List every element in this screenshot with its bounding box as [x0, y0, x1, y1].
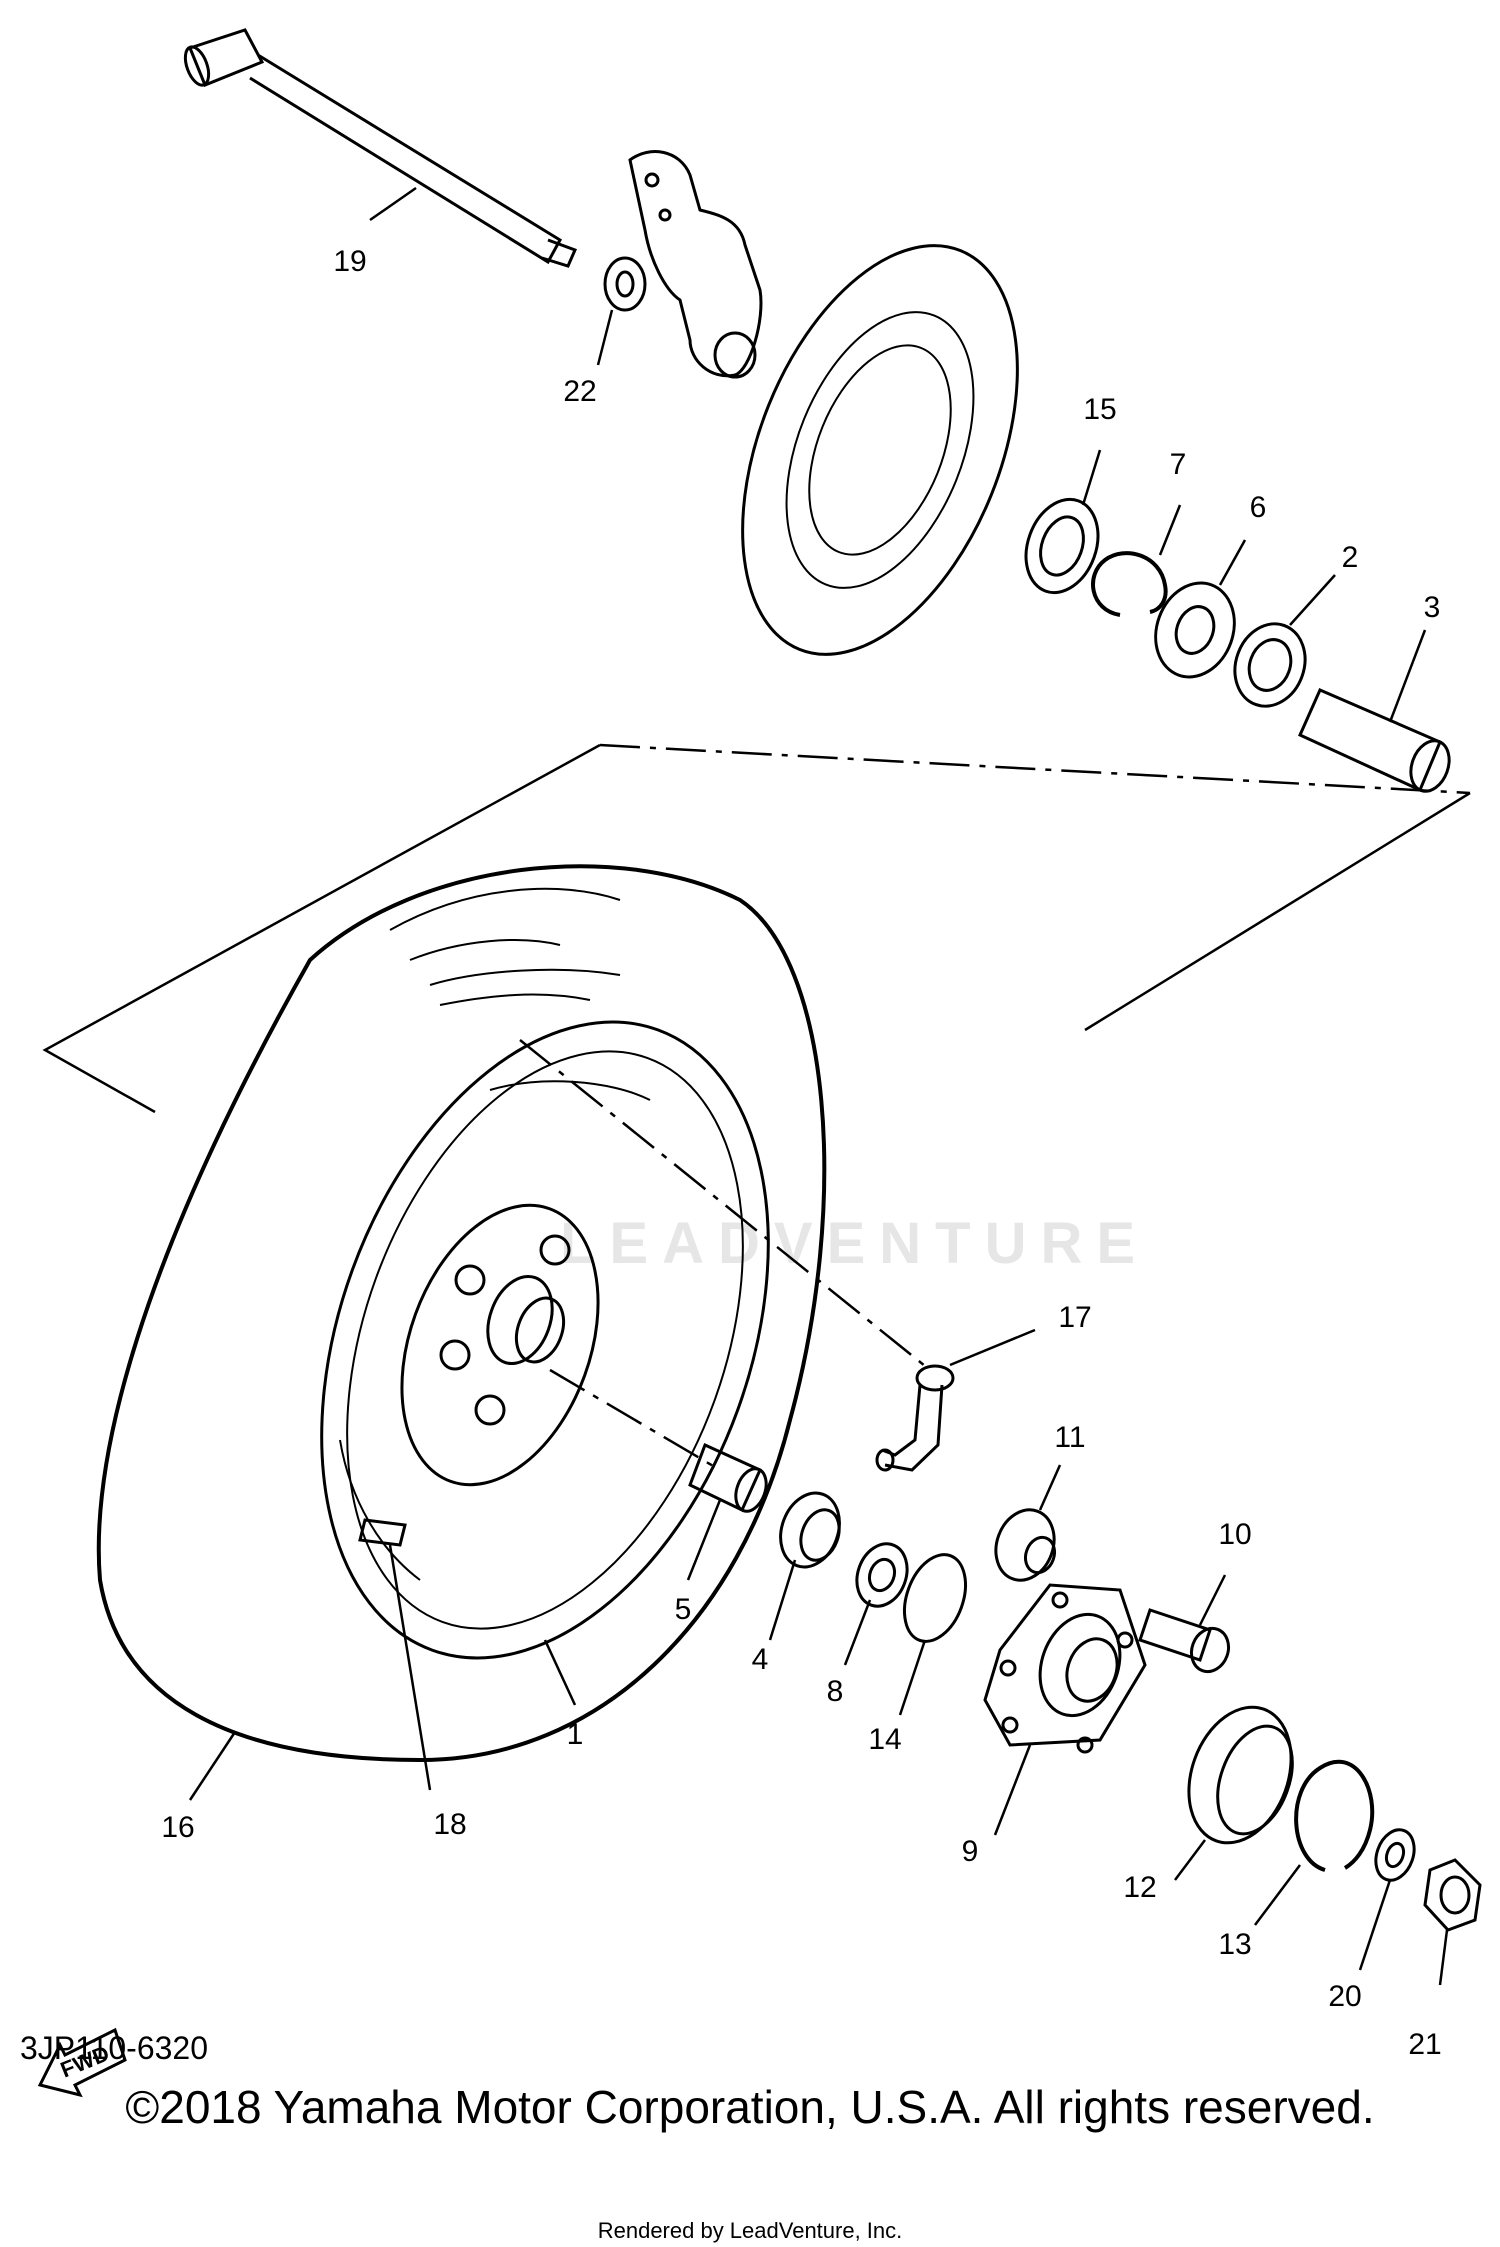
part-label-1: 1 [566, 1718, 584, 1751]
diagram-code: 3JP110-6320 [20, 2030, 208, 2066]
part-15-oil-seal[interactable] [1014, 449, 1111, 603]
part-19-axle[interactable] [181, 28, 578, 268]
caliper-bracket [628, 150, 763, 379]
part-14-o-ring[interactable] [893, 1546, 976, 1716]
part-17-valve[interactable] [875, 1328, 1036, 1472]
part-21-nut[interactable] [1423, 1858, 1482, 1986]
part-3-spacer[interactable] [1298, 629, 1456, 797]
part-12-ring[interactable] [1171, 1693, 1309, 1881]
part-label-18: 18 [433, 1808, 467, 1841]
part-label-2: 2 [1341, 541, 1359, 574]
part-1-wheel[interactable] [239, 960, 850, 1720]
assembly-axis-lines [42, 743, 1471, 1472]
part-4-spacer[interactable] [768, 1485, 849, 1641]
part-label-7: 7 [1169, 448, 1187, 481]
part-11-collar[interactable] [986, 1464, 1063, 1588]
part-6-bearing[interactable] [1143, 539, 1247, 688]
part-18-balancer-weight[interactable] [358, 1518, 432, 1791]
part-label-21: 21 [1408, 2028, 1442, 2061]
part-label-11: 11 [1054, 1421, 1086, 1454]
part-9-hub[interactable] [983, 1583, 1147, 1836]
rendered-by-credit: Rendered by LeadVenture, Inc. [597, 2218, 903, 2243]
part-label-8: 8 [826, 1675, 844, 1708]
part-label-6: 6 [1249, 491, 1267, 524]
part-5-collar[interactable] [686, 1442, 772, 1581]
part-label-12: 12 [1123, 1871, 1157, 1904]
part-label-17: 17 [1058, 1301, 1092, 1334]
copyright-notice: ©2018 Yamaha Motor Corporation, U.S.A. A… [125, 2081, 1375, 2133]
part-10-bolt[interactable] [1138, 1574, 1234, 1677]
part-label-22: 22 [563, 375, 597, 408]
part-8-bearing[interactable] [843, 1537, 915, 1666]
fwd-arrow-icon [37, 2027, 127, 2098]
part-16-tire[interactable] [96, 864, 827, 1801]
part-label-9: 9 [961, 1835, 979, 1868]
part-label-3: 3 [1423, 591, 1441, 624]
part-label-4: 4 [751, 1643, 769, 1676]
part-7-circlip[interactable] [1091, 504, 1182, 617]
brake-disc [741, 244, 1019, 656]
leadventure-watermark: LEADVENTURE [560, 1211, 1150, 1276]
part-label-13: 13 [1218, 1928, 1252, 1961]
part-label-15: 15 [1083, 393, 1117, 426]
part-label-5: 5 [674, 1593, 692, 1626]
part-20-washer[interactable] [1358, 1824, 1421, 1971]
part-label-10: 10 [1218, 1518, 1252, 1551]
part-label-14: 14 [868, 1723, 902, 1756]
part-label-19: 19 [333, 245, 367, 278]
part-22-collar[interactable] [596, 256, 647, 366]
part-label-20: 20 [1328, 1980, 1362, 2013]
part-13-circlip[interactable] [1254, 1759, 1375, 1926]
part-label-16: 16 [161, 1811, 195, 1844]
part-2-collar[interactable] [1224, 574, 1336, 716]
